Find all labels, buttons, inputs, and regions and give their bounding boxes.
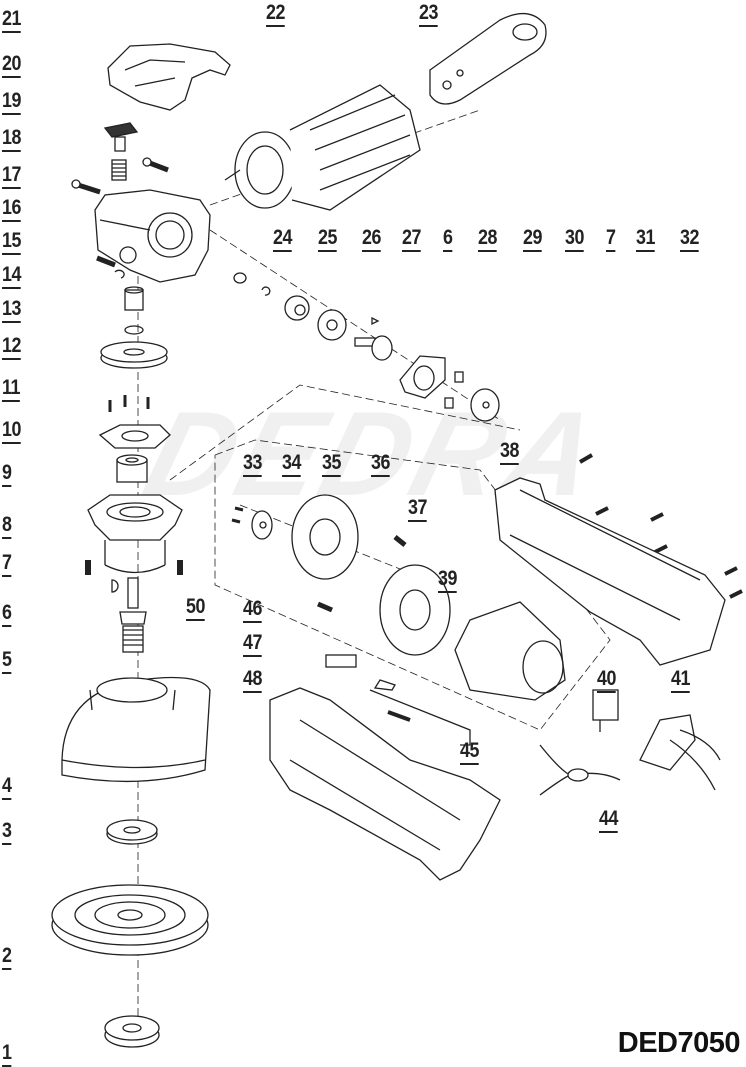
part-9-bearing: [116, 454, 148, 483]
part-23-pin-wrench: [429, 13, 547, 105]
part-12-bevel-gear: [100, 341, 168, 369]
part-31-coupling: [470, 388, 500, 422]
part-10-bearing-plate: [98, 424, 171, 449]
part-8-gear-cover-flange: [87, 494, 183, 574]
part-3-inner-flange: [106, 819, 158, 845]
callout-24: 24: [273, 227, 292, 252]
callout-45: 45: [460, 740, 479, 765]
callout-7-left: 7: [2, 552, 12, 577]
callout-1: 1: [2, 1042, 12, 1067]
part-18-screw: [71, 157, 169, 195]
callout-47: 47: [243, 632, 262, 657]
callout-6-left: 6: [2, 602, 12, 627]
part-33-screws: [231, 506, 244, 524]
callout-28: 28: [478, 227, 497, 252]
part-4-wheel-guard: [61, 676, 211, 783]
part-7-screws: [85, 560, 183, 575]
part-28-pinion-shaft: [354, 335, 393, 361]
part-14-bushing: [124, 286, 144, 311]
part-34-rotor-hub: [251, 510, 273, 540]
callout-32: 32: [680, 227, 699, 252]
callout-16: 16: [2, 197, 21, 222]
callout-27: 27: [402, 227, 421, 252]
callout-3: 3: [2, 820, 12, 845]
part-48-housing-half: [269, 687, 501, 881]
part-47-switch-slider: [369, 679, 471, 746]
callout-41: 41: [671, 668, 690, 693]
part-1-outer-flange-nut: [104, 1015, 160, 1048]
part-40-capacitor: [592, 689, 619, 732]
callout-22: 22: [266, 2, 285, 27]
callout-12: 12: [2, 335, 21, 360]
part-5-spindle: [119, 577, 147, 653]
part-38-motor-housing-half: [494, 477, 726, 666]
callout-26: 26: [362, 227, 381, 252]
callout-25: 25: [318, 227, 337, 252]
callout-6-right: 6: [443, 227, 453, 252]
callout-21: 21: [2, 8, 21, 33]
model-code: DED7050: [617, 1027, 741, 1059]
callout-31: 31: [636, 227, 655, 252]
part-17-gear-housing: [94, 189, 211, 283]
part-6-woodruff-key: [111, 579, 119, 593]
part-15-circlip: [114, 269, 125, 279]
part-11-screws: [108, 395, 150, 412]
part-21-top-cover: [107, 43, 231, 111]
callout-40: 40: [597, 668, 616, 693]
part-35-fan: [291, 494, 359, 580]
part-2-grinding-disc: [51, 884, 209, 956]
callout-36: 36: [371, 452, 390, 477]
callout-17: 17: [2, 164, 21, 189]
callout-34: 34: [282, 452, 301, 477]
part-36-screw-b: [317, 601, 333, 613]
callout-23: 23: [419, 2, 438, 27]
part-19-spring: [111, 159, 127, 181]
callout-35: 35: [322, 452, 341, 477]
part-29-bearing-retainer: [399, 355, 446, 399]
part-37-motor-end-bracket: [379, 564, 451, 656]
callout-44: 44: [599, 808, 618, 833]
part-36-screw: [393, 535, 407, 547]
callout-5: 5: [2, 649, 12, 674]
part-32-screws: [578, 453, 743, 599]
callout-33: 33: [243, 452, 262, 477]
part-24-bushing: [233, 272, 247, 284]
callout-11: 11: [2, 377, 20, 402]
callout-13: 13: [2, 298, 21, 323]
part-20-spindle-lock-button: [103, 122, 139, 152]
callout-8: 8: [2, 514, 12, 539]
callout-48: 48: [243, 668, 262, 693]
callout-50: 50: [186, 596, 205, 621]
part-25-circlip: [261, 286, 271, 296]
part-39-dc-motor: [454, 601, 566, 701]
callout-29: 29: [523, 227, 542, 252]
part-30-screw: [454, 371, 464, 383]
part-13-retaining-ring: [124, 325, 144, 335]
callout-18: 18: [2, 127, 21, 152]
part-41-switch-module: [639, 714, 721, 791]
callout-2: 2: [2, 945, 12, 970]
callout-38: 38: [500, 440, 519, 465]
callout-46: 46: [243, 598, 262, 623]
part-6-key: [371, 316, 380, 326]
callout-37: 37: [408, 497, 427, 522]
callout-14: 14: [2, 264, 21, 289]
callout-9: 9: [2, 462, 12, 487]
part-26-bearing: [284, 295, 310, 321]
callout-15: 15: [2, 230, 21, 255]
part-46-switch-button: [325, 654, 357, 668]
callout-4: 4: [2, 775, 12, 800]
part-22-side-handle: [224, 84, 421, 211]
part-16-screw: [96, 255, 116, 268]
part-44-wire-harness: [539, 744, 621, 796]
part-7-screw: [444, 397, 454, 409]
callout-7-right: 7: [606, 227, 616, 252]
callout-20: 20: [2, 53, 21, 78]
part-27-bearing: [317, 309, 347, 341]
callout-30: 30: [565, 227, 584, 252]
callout-10: 10: [2, 419, 21, 444]
callout-39: 39: [438, 568, 457, 593]
callout-19: 19: [2, 90, 21, 115]
